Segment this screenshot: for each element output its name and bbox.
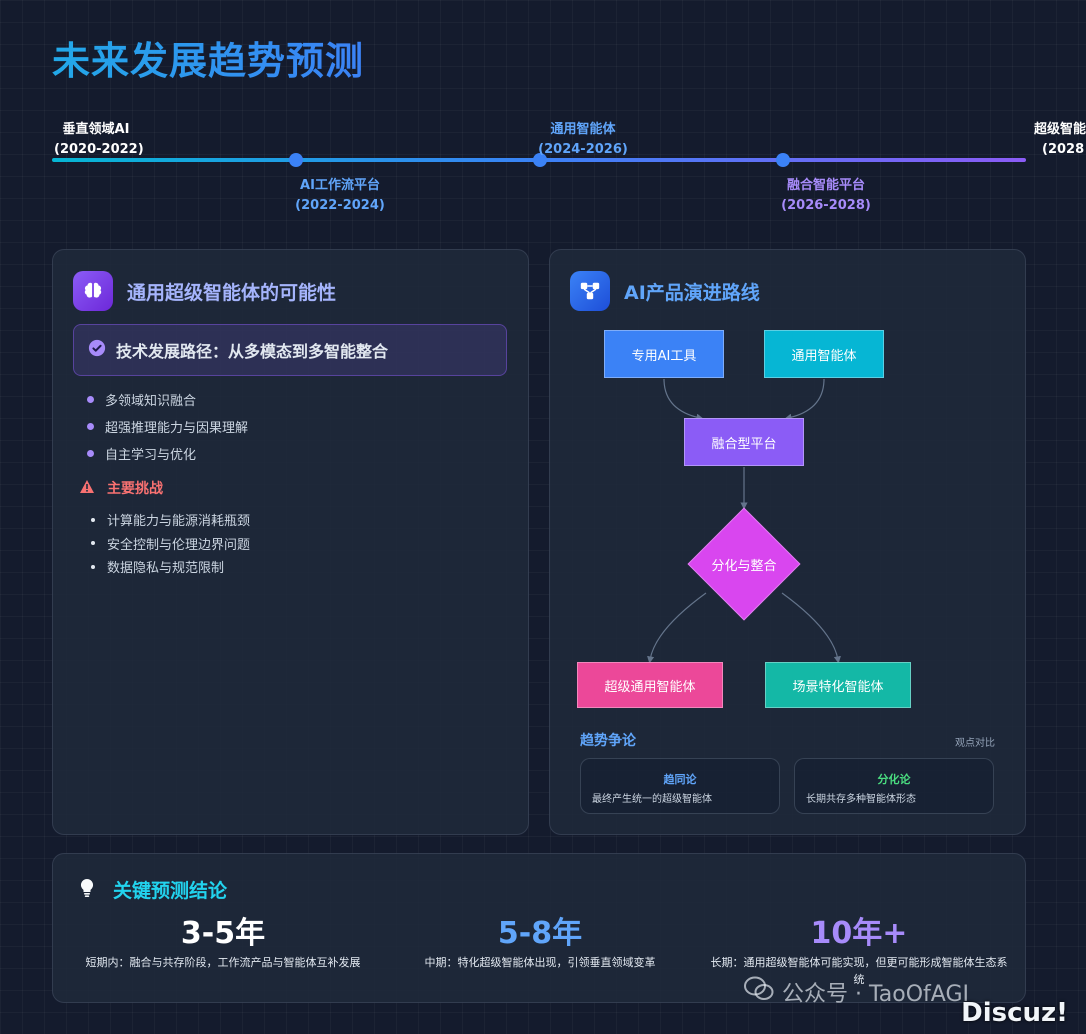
list-item: 数据隐私与规范限制 xyxy=(91,555,250,579)
feature-text: 自主学习与优化 xyxy=(105,448,197,463)
timeline-dot xyxy=(533,153,547,167)
timeline-item-name: 垂直领域AI xyxy=(62,122,130,137)
prediction-desc: 长期：通用超级智能体可能实现，但更可能形成智能体生态系统 xyxy=(710,956,1008,986)
timeline-item-name: 通用智能体 xyxy=(550,122,616,137)
challenge-text: 数据隐私与规范限制 xyxy=(107,561,225,577)
prediction-long-term: 10年+ 长期：通用超级智能体可能实现，但更可能形成智能体生态系统 xyxy=(707,916,1011,988)
timeline-item-years: (2024-2026) xyxy=(538,142,628,157)
timeline-dot xyxy=(289,153,303,167)
challenge-title: 主要挑战 xyxy=(107,481,163,497)
feature-text: 超强推理能力与因果理解 xyxy=(105,421,249,436)
discuz-logo: Discuz! xyxy=(961,998,1068,1028)
list-item: 安全控制与伦理边界问题 xyxy=(91,532,250,556)
timeline-item-years: (2020-2022) xyxy=(54,142,144,157)
timeline-dot xyxy=(776,153,790,167)
card-title: 通用超级智能体的可能性 xyxy=(127,281,337,304)
decision-label: 分化与整合 xyxy=(711,558,777,574)
card-header: 关键预测结论 xyxy=(79,876,227,903)
flow-node-special-ai: 专用AI工具 xyxy=(604,330,724,378)
flow-node-general-agent: 通用智能体 xyxy=(764,330,884,378)
prediction-short-term: 3-5年 短期内：融合与共存阶段，工作流产品与智能体互补发展 xyxy=(73,916,373,971)
debate-card-convergence: 趋同论 最终产生统一的超级智能体 xyxy=(580,758,780,814)
debate-card-title: 分化论 xyxy=(877,773,911,786)
timeline-item: 垂直领域AI (2020-2022) xyxy=(54,120,144,160)
prediction-value: 5-8年 xyxy=(497,916,583,951)
prediction-desc: 中期：特化超级智能体出现，引领垂直领域变革 xyxy=(424,956,656,969)
possibility-card: 通用超级智能体的可能性 技术发展路径：从多模态到多智能整合 多领域知识融合 超强… xyxy=(52,249,529,835)
flow-decision: 分化与整合 xyxy=(687,507,801,621)
flow-node-fusion: 融合型平台 xyxy=(684,418,804,466)
prediction-value: 3-5年 xyxy=(180,916,266,951)
list-item: 多领域知识融合 xyxy=(87,386,248,413)
check-circle-icon xyxy=(88,339,106,361)
timeline-item-years: (2026-2028) xyxy=(781,198,871,213)
flow-connectors xyxy=(647,378,841,664)
timeline-item-years: (2022-2024) xyxy=(295,198,385,213)
card-title: AI产品演进路线 xyxy=(624,281,760,304)
conclusion-title: 关键预测结论 xyxy=(113,880,228,902)
challenge-text: 计算能力与能源消耗瓶颈 xyxy=(107,514,251,530)
challenge-header: 主要挑战 xyxy=(79,478,163,498)
feature-list: 多领域知识融合 超强推理能力与因果理解 自主学习与优化 xyxy=(87,386,248,467)
list-item: 超强推理能力与因果理解 xyxy=(87,413,248,440)
prediction-desc: 短期内：融合与共存阶段，工作流产品与智能体互补发展 xyxy=(85,956,361,969)
wechat-icon xyxy=(744,976,774,1008)
timeline-item-years: (2028 xyxy=(1042,142,1085,157)
roadmap-card: AI产品演进路线 专用AI工具 通用智能体 融合型平台 分化与整合 超级通用智能… xyxy=(549,249,1026,835)
card-header: 通用超级智能体的可能性 xyxy=(73,271,336,311)
challenge-list: 计算能力与能源消耗瓶颈 安全控制与伦理边界问题 数据隐私与规范限制 xyxy=(91,508,250,579)
card-header: AI产品演进路线 xyxy=(570,271,760,311)
debate-card-divergence: 分化论 长期共存多种智能体形态 xyxy=(794,758,994,814)
prediction-mid-term: 5-8年 中期：特化超级智能体出现，引领垂直领域变革 xyxy=(390,916,690,971)
timeline-item: 通用智能体 (2024-2026) xyxy=(533,120,633,160)
prediction-value: 10年+ xyxy=(810,916,908,951)
brain-icon xyxy=(73,271,113,311)
timeline-item: 融合智能平台 (2026-2028) xyxy=(776,176,876,216)
tech-path-box: 技术发展路径：从多模态到多智能整合 xyxy=(73,324,507,376)
timeline-item-name: 超级智能 xyxy=(1034,122,1086,137)
challenge-text: 安全控制与伦理边界问题 xyxy=(107,537,251,553)
warning-icon xyxy=(79,479,95,498)
conclusion-card: 关键预测结论 3-5年 短期内：融合与共存阶段，工作流产品与智能体互补发展 5-… xyxy=(52,853,1026,1003)
watermark-text: 公众号 · TaoOfAGI xyxy=(782,982,969,1007)
debate-card-title: 趋同论 xyxy=(663,773,697,786)
lightbulb-icon xyxy=(79,878,95,902)
list-item: 自主学习与优化 xyxy=(87,440,248,467)
page-title: 未来发展趋势预测 xyxy=(52,30,364,85)
debate-card-desc: 最终产生统一的超级智能体 xyxy=(592,794,712,805)
debate-title: 趋势争论 xyxy=(580,733,636,749)
feature-text: 多领域知识融合 xyxy=(105,394,197,409)
debate-card-desc: 长期共存多种智能体形态 xyxy=(806,794,916,805)
timeline-item: 超级智能 (2028 xyxy=(1034,120,1086,160)
timeline-item: AI工作流平台 (2022-2024) xyxy=(290,176,390,216)
timeline-item-name: 融合智能平台 xyxy=(786,178,865,193)
flow-node-super-agent: 超级通用智能体 xyxy=(577,662,723,708)
timeline-item-name: AI工作流平台 xyxy=(300,178,380,193)
list-item: 计算能力与能源消耗瓶颈 xyxy=(91,508,250,532)
watermark: 公众号 · TaoOfAGI xyxy=(744,976,969,1008)
debate-subtitle: 观点对比 xyxy=(955,738,995,749)
flow-node-scene-agent: 场景特化智能体 xyxy=(765,662,911,708)
tech-path-title: 技术发展路径：从多模态到多智能整合 xyxy=(116,342,389,361)
network-icon xyxy=(570,271,610,311)
